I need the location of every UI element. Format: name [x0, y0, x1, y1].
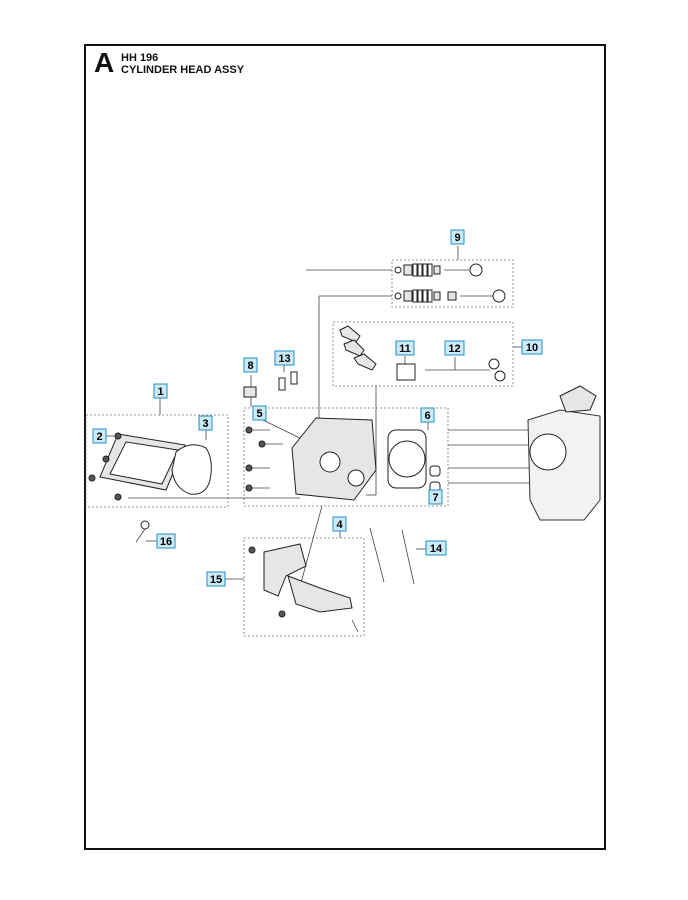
svg-text:8: 8	[247, 360, 253, 372]
model-name: HH 196	[121, 52, 159, 64]
svg-text:9: 9	[454, 232, 460, 244]
shield-assembly	[248, 543, 359, 633]
group-cover-outline	[85, 414, 229, 508]
svg-text:1: 1	[157, 386, 163, 398]
callout-8: 8	[243, 357, 258, 373]
svg-text:12: 12	[448, 343, 460, 355]
svg-text:15: 15	[210, 574, 222, 586]
svg-text:7: 7	[432, 492, 438, 504]
callout-labels: 1 2 3 4 5 6 7 8	[92, 229, 543, 587]
callout-2: 2	[92, 428, 107, 444]
callout-3: 3	[198, 415, 213, 431]
svg-text:5: 5	[256, 408, 262, 420]
callout-15: 15	[206, 571, 226, 587]
callout-4: 4	[332, 516, 347, 532]
section-letter: A	[94, 47, 115, 78]
svg-text:10: 10	[526, 342, 538, 354]
callout-14: 14	[425, 540, 447, 556]
svg-text:14: 14	[430, 543, 443, 555]
callout-11: 11	[395, 340, 415, 356]
callout-13: 13	[274, 350, 295, 366]
callout-16: 16	[156, 533, 176, 549]
callout-9: 9	[450, 229, 465, 245]
group-head-outline	[243, 407, 449, 507]
callout-1: 1	[153, 383, 168, 399]
head-cover-assembly	[88, 432, 212, 543]
svg-text:13: 13	[278, 353, 290, 365]
svg-text:11: 11	[399, 343, 411, 355]
engine-block	[527, 385, 601, 521]
svg-text:2: 2	[96, 431, 102, 443]
callout-6: 6	[420, 407, 435, 423]
group-outlines	[85, 259, 514, 637]
group-rocker-outline	[332, 321, 514, 387]
svg-text:16: 16	[160, 536, 172, 548]
callout-10: 10	[521, 339, 543, 355]
svg-text:3: 3	[202, 418, 208, 430]
rocker-assembly	[339, 325, 506, 382]
callout-5: 5	[252, 405, 267, 421]
svg-text:4: 4	[336, 519, 343, 531]
valve-assembly	[394, 263, 506, 303]
group-valve-outline	[391, 259, 514, 308]
group-shield-outline	[243, 537, 365, 637]
cylinder-head-assembly	[243, 371, 441, 501]
callout-7: 7	[428, 489, 443, 505]
diagram-frame	[84, 44, 606, 850]
callout-12: 12	[444, 340, 465, 356]
svg-text:6: 6	[424, 410, 430, 422]
assembly-title: CYLINDER HEAD ASSY	[121, 64, 245, 76]
studs	[369, 527, 415, 585]
